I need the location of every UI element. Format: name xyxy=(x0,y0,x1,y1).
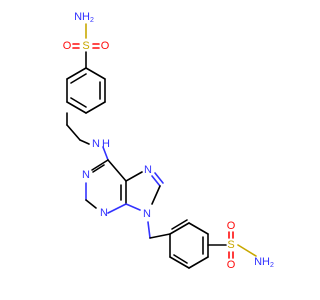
bond xyxy=(85,67,106,80)
bond xyxy=(85,101,106,114)
bond xyxy=(173,254,188,264)
purine-n7-label: N xyxy=(144,164,152,176)
bond xyxy=(188,256,209,269)
structure-svg: NH2 S O O N H N N N N S O O NH2 xyxy=(63,11,274,271)
bond xyxy=(107,159,127,182)
bond xyxy=(188,222,209,235)
bond xyxy=(149,233,171,239)
oxygen-bottom-top-label: O xyxy=(227,220,236,232)
bond xyxy=(169,222,190,235)
bond xyxy=(70,73,87,84)
bond xyxy=(85,199,97,209)
bond xyxy=(151,185,161,205)
bond xyxy=(66,101,87,114)
bond xyxy=(79,139,90,145)
bond xyxy=(169,256,190,269)
bonds xyxy=(66,23,257,269)
nh2-bottom-label: NH2 xyxy=(254,256,274,269)
nh2-top-label: NH2 xyxy=(74,11,94,24)
bond xyxy=(147,221,151,239)
bond xyxy=(154,172,164,184)
bond xyxy=(66,124,81,141)
purine-n9-label: N xyxy=(143,208,151,220)
atom-labels: NH2 S O O N H N N N N S O O NH2 xyxy=(63,11,274,271)
purine-n3-label: N xyxy=(100,207,108,219)
bond xyxy=(66,67,87,80)
bond xyxy=(107,203,127,214)
oxygen-top-right-label: O xyxy=(101,40,110,52)
oxygen-bottom-bottom-label: O xyxy=(227,259,236,271)
sulfur-bottom-label: S xyxy=(227,239,234,251)
bond xyxy=(171,219,188,230)
bond xyxy=(125,171,143,182)
amine-nitrogen-label: N xyxy=(92,138,100,150)
bond xyxy=(70,97,87,108)
bond xyxy=(91,159,109,171)
bond xyxy=(151,175,161,187)
bond xyxy=(237,244,257,257)
bond xyxy=(125,203,141,211)
oxygen-top-left-label: O xyxy=(63,40,72,52)
bond xyxy=(92,164,105,173)
amine-hydrogen-label: H xyxy=(102,138,110,150)
molecule-structure: NH2 S O O N H N N N N S O O NH2 xyxy=(63,11,274,271)
bond xyxy=(102,146,109,161)
purine-n1-label: N xyxy=(82,169,90,181)
sulfur-top-label: S xyxy=(82,40,89,52)
